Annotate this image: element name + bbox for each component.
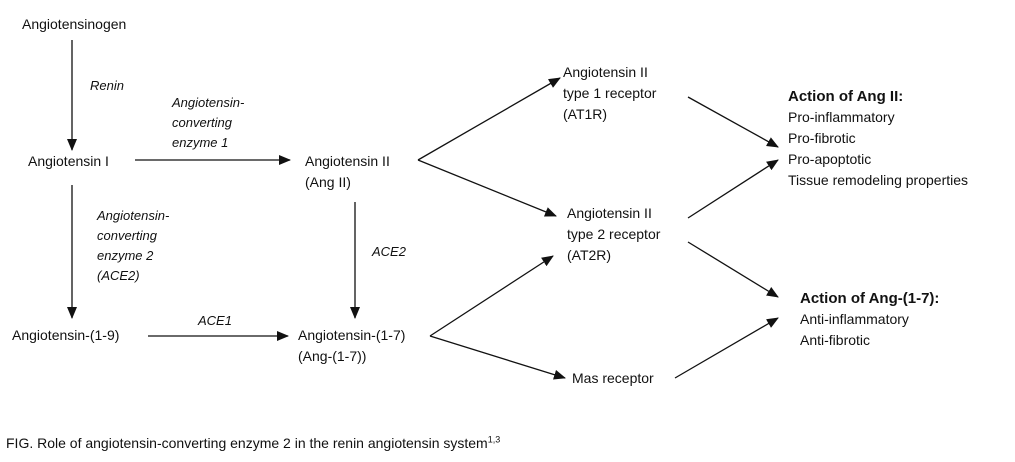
node-angiotensin-1-7: Angiotensin-(1-7) (Ang-(1-7)) [298,325,405,367]
node-at1r-line-3: (AT1R) [563,106,608,122]
action-ang-ii-item: Pro-apoptotic [788,151,872,167]
enzyme-ace2-mid: ACE2 [372,244,406,259]
enzyme-ace-top: Angiotensin- converting enzyme 1 [172,93,244,153]
action-ang-1-7: Action of Ang-(1-7): Anti-inflammatory A… [800,288,939,351]
arrow-angiotensin-1-7-to-mas [429,335,566,380]
action-ang-1-7-title: Action of Ang-(1-7): [800,290,940,307]
action-ang-ii-title: Action of Ang II: [788,88,904,105]
node-at1r: Angiotensin II type 1 receptor (AT1R) [563,62,656,125]
node-at2r: Angiotensin II type 2 receptor (AT2R) [567,203,660,266]
figure-caption: FIG. Role of angiotensin-converting enzy… [6,433,500,454]
enzyme-ace1: ACE1 [198,313,232,328]
node-at1r-line-1: Angiotensin II [563,64,648,80]
node-angiotensin-1-9: Angiotensin-(1-9) [12,327,120,343]
figure-caption-text: FIG. Role of angiotensin-converting enzy… [6,435,488,451]
node-mas-receptor: Mas receptor [572,370,654,386]
action-ang-ii-item: Pro-fibrotic [788,130,856,146]
arrow-angiotensin-1-7-to-at2r [429,255,554,337]
node-at1r-line-2: type 1 receptor [563,85,657,101]
enzyme-ace2-left-line-3: enzyme 2 [97,248,154,263]
node-angiotensin-1-7-line-1: Angiotensin-(1-7) [298,327,406,343]
arrow-at2r-to-action-ang-ii [687,159,779,219]
enzyme-ace2-left-line-4: (ACE2) [97,268,140,283]
action-ang-ii: Action of Ang II: Pro-inflammatory Pro-f… [788,86,968,191]
node-angiotensin-1-7-line-2: (Ang-(1-7)) [298,348,367,364]
arrow-angiotensin-ii-to-at2r [417,159,557,217]
action-ang-1-7-item: Anti-fibrotic [800,332,871,348]
enzyme-ace-top-line-3: enzyme 1 [172,135,229,150]
enzyme-ace-top-line-1: Angiotensin- [172,95,245,110]
enzyme-ace2-left-line-2: converting [97,228,157,243]
enzyme-ace-top-line-2: converting [172,115,232,130]
node-at2r-line-2: type 2 receptor [567,226,661,242]
arrow-angiotensin-ii-to-at1r [417,77,561,161]
action-ang-ii-item: Tissue remodeling properties [788,172,969,188]
action-ang-ii-item: Pro-inflammatory [788,109,895,125]
enzyme-ace2-left-line-1: Angiotensin- [97,208,170,223]
node-angiotensin-ii-line-2: (Ang II) [305,174,351,190]
node-angiotensin-ii-line-1: Angiotensin II [305,153,390,169]
node-at2r-line-1: Angiotensin II [567,205,652,221]
node-angiotensin-ii: Angiotensin II (Ang II) [305,151,390,193]
arrow-at1r-to-action-ang-ii [687,96,779,148]
arrow-mas-to-action-ang-1-7 [674,317,779,379]
action-ang-1-7-item: Anti-inflammatory [800,311,909,327]
figure-caption-refs: 1,3 [487,434,501,445]
enzyme-renin: Renin [90,78,124,93]
node-angiotensinogen: Angiotensinogen [22,16,127,32]
node-at2r-line-3: (AT2R) [567,247,612,263]
enzyme-ace2-left: Angiotensin- converting enzyme 2 (ACE2) [97,206,169,286]
arrow-at2r-to-action-ang-1-7 [687,241,779,298]
node-angiotensin-i: Angiotensin I [28,153,109,169]
